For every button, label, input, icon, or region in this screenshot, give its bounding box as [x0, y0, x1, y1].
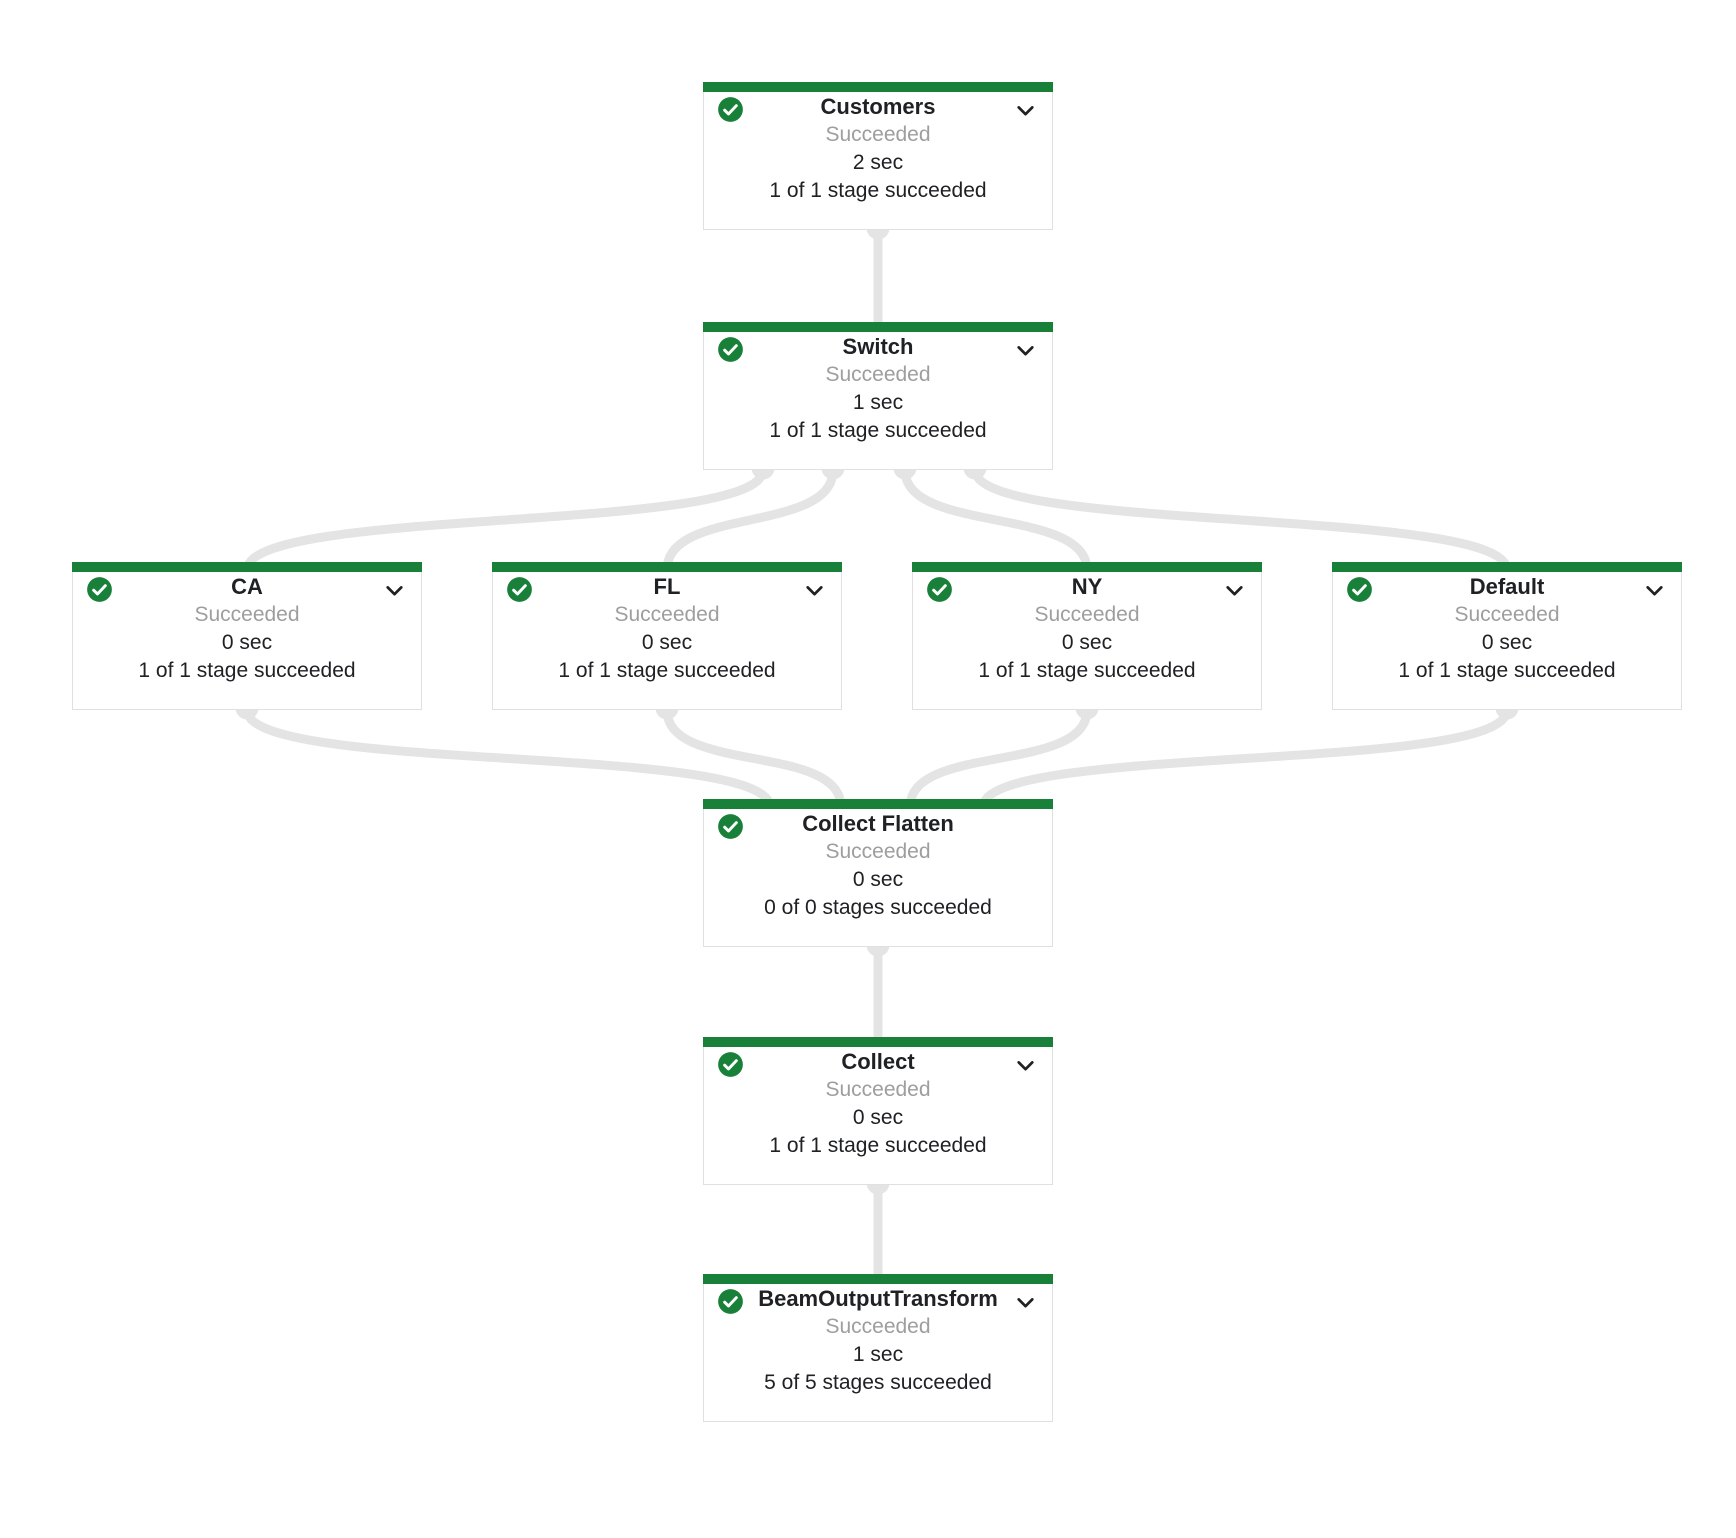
step-duration: 0 sec — [1481, 631, 1533, 654]
step-status: Succeeded — [614, 603, 720, 626]
edge-ca-to-collect-flatten — [242, 708, 775, 809]
step-duration: 2 sec — [852, 151, 904, 174]
pipeline-step-node-default[interactable]: Default Succeeded 0 sec 1 of 1 stage suc… — [1332, 562, 1682, 710]
edge-switch-to-ny — [900, 469, 1092, 571]
status-color-bar — [703, 82, 1053, 92]
step-status: Succeeded — [825, 363, 931, 386]
status-color-bar — [912, 562, 1262, 572]
status-color-bar — [703, 322, 1053, 332]
step-title: FL — [653, 574, 681, 599]
step-stage-count: 1 of 1 stage succeeded — [978, 659, 1196, 682]
step-stage-count: 1 of 1 stage succeeded — [558, 659, 776, 682]
step-stage-count: 1 of 1 stage succeeded — [1398, 659, 1616, 682]
step-status: Succeeded — [194, 603, 300, 626]
status-color-bar — [72, 562, 422, 572]
step-duration: 1 sec — [852, 1343, 904, 1366]
success-check-icon — [717, 813, 744, 840]
step-stage-count: 1 of 1 stage succeeded — [138, 659, 356, 682]
success-check-icon — [86, 576, 113, 603]
pipeline-step-node-collect[interactable]: Collect Succeeded 0 sec 1 of 1 stage suc… — [703, 1037, 1053, 1185]
chevron-down-icon[interactable] — [1013, 98, 1038, 123]
edge-switch-to-fl — [662, 469, 838, 571]
success-check-icon — [717, 1051, 744, 1078]
success-check-icon — [1346, 576, 1373, 603]
step-title: NY — [1071, 574, 1103, 599]
step-title: BeamOutputTransform — [758, 1286, 998, 1311]
pipeline-step-node-customers[interactable]: Customers Succeeded 2 sec 1 of 1 stage s… — [703, 82, 1053, 230]
chevron-down-icon[interactable] — [1013, 1290, 1038, 1315]
step-status: Succeeded — [825, 1315, 931, 1338]
pipeline-step-node-fl[interactable]: FL Succeeded 0 sec 1 of 1 stage succeede… — [492, 562, 842, 710]
step-stage-count: 0 of 0 stages succeeded — [764, 896, 992, 919]
step-duration: 0 sec — [641, 631, 693, 654]
step-stage-count: 1 of 1 stage succeeded — [769, 179, 987, 202]
success-check-icon — [717, 1288, 744, 1315]
chevron-down-icon[interactable] — [1013, 1053, 1038, 1078]
step-title: Collect — [841, 1049, 915, 1074]
step-status: Succeeded — [825, 123, 931, 146]
step-duration: 0 sec — [852, 868, 904, 891]
pipeline-step-node-ca[interactable]: CA Succeeded 0 sec 1 of 1 stage succeede… — [72, 562, 422, 710]
step-title: Switch — [842, 334, 914, 359]
step-title: Customers — [820, 94, 936, 119]
status-color-bar — [703, 1037, 1053, 1047]
success-check-icon — [717, 336, 744, 363]
pipeline-step-node-switch[interactable]: Switch Succeeded 1 sec 1 of 1 stage succ… — [703, 322, 1053, 470]
step-status: Succeeded — [825, 840, 931, 863]
step-title: Default — [1469, 574, 1545, 599]
chevron-down-icon[interactable] — [1013, 338, 1038, 363]
pipeline-step-node-ny[interactable]: NY Succeeded 0 sec 1 of 1 stage succeede… — [912, 562, 1262, 710]
step-duration: 0 sec — [852, 1106, 904, 1129]
edge-fl-to-collect-flatten — [662, 709, 846, 808]
step-status: Succeeded — [825, 1078, 931, 1101]
step-duration: 1 sec — [852, 391, 904, 414]
step-title: CA — [231, 574, 263, 599]
step-stage-count: 1 of 1 stage succeeded — [769, 419, 987, 442]
step-status: Succeeded — [1034, 603, 1140, 626]
chevron-down-icon[interactable] — [802, 578, 827, 603]
edge-switch-to-default — [970, 468, 1512, 572]
chevron-down-icon[interactable] — [382, 578, 407, 603]
edge-default-to-collect-flatten — [978, 708, 1512, 809]
step-duration: 0 sec — [221, 631, 273, 654]
step-stage-count: 1 of 1 stage succeeded — [769, 1134, 987, 1157]
status-color-bar — [1332, 562, 1682, 572]
step-stage-count: 5 of 5 stages succeeded — [764, 1371, 992, 1394]
edge-switch-to-ca — [242, 468, 768, 572]
step-title: Collect Flatten — [802, 811, 954, 836]
success-check-icon — [506, 576, 533, 603]
step-duration: 0 sec — [1061, 631, 1113, 654]
pipeline-step-node-beam-output-transform[interactable]: BeamOutputTransform Succeeded 1 sec 5 of… — [703, 1274, 1053, 1422]
step-status: Succeeded — [1454, 603, 1560, 626]
status-color-bar — [703, 799, 1053, 809]
success-check-icon — [926, 576, 953, 603]
status-color-bar — [703, 1274, 1053, 1284]
success-check-icon — [717, 96, 744, 123]
edge-ny-to-collect-flatten — [905, 709, 1092, 808]
status-color-bar — [492, 562, 842, 572]
pipeline-step-node-collect-flatten[interactable]: Collect Flatten Succeeded 0 sec 0 of 0 s… — [703, 799, 1053, 947]
chevron-down-icon[interactable] — [1642, 578, 1667, 603]
chevron-down-icon[interactable] — [1222, 578, 1247, 603]
